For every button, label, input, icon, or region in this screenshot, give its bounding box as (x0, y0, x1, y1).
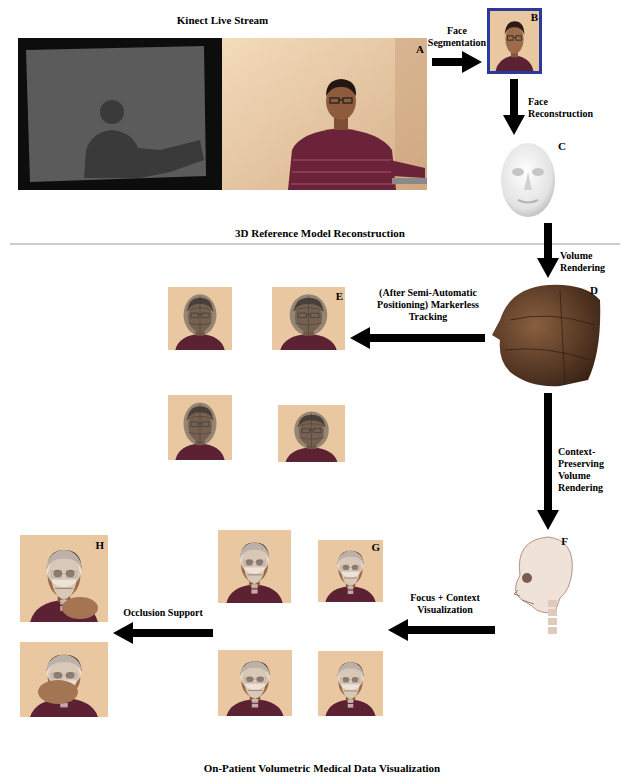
panel-letter: B (531, 11, 538, 24)
flow-arrow (544, 223, 552, 264)
section-title: 3D Reference Model Reconstruction (235, 227, 405, 239)
panel-letter: F (561, 535, 568, 548)
step-label: Context-Preserving Volume Rendering (558, 446, 622, 494)
step-label: Face Segmentation (425, 25, 489, 49)
panel-letter: G (371, 541, 380, 554)
image-panel: B (487, 8, 542, 74)
flow-arrow (432, 58, 468, 66)
image-panel: Kinect Live StreamA (18, 14, 427, 190)
image-panel: E (168, 287, 345, 462)
panel-letter: H (95, 539, 104, 552)
image-panel: D (490, 283, 602, 388)
panel-letter: C (558, 140, 566, 153)
flow-arrow (127, 629, 213, 637)
flow-arrow (364, 334, 485, 342)
section-title: On-Patient Volumetric Medical Data Visua… (204, 762, 440, 774)
flow-arrow (402, 626, 495, 634)
image-panel: C (497, 140, 567, 218)
step-label: Volume Rendering (560, 250, 620, 274)
image-panel: G (218, 530, 383, 716)
panel-heading: Kinect Live Stream (18, 14, 427, 27)
flow-arrow (510, 79, 518, 121)
panel-letter: D (590, 284, 598, 297)
panel-letter: A (416, 43, 424, 56)
image-panel: H (20, 535, 108, 717)
step-label: Face Reconstruction (528, 96, 608, 120)
step-label: Focus + Context Visualization (403, 592, 487, 616)
panel-letter: E (336, 290, 343, 303)
flow-arrow (544, 393, 552, 516)
step-label: (After Semi-Automatic Positioning) Marke… (372, 287, 484, 323)
image-panel: F (500, 535, 570, 635)
step-label: Occlusion Support (123, 607, 203, 619)
